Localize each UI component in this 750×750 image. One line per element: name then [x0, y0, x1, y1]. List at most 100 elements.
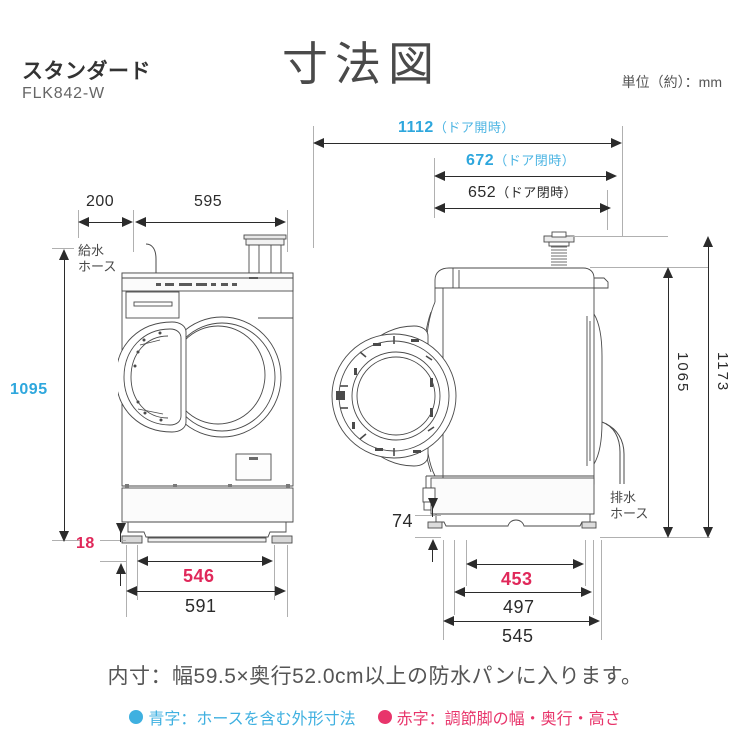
dim-18: 18: [76, 535, 95, 552]
extension-line-door-closed-left: [434, 158, 435, 218]
dim-497: 497: [503, 597, 535, 617]
water-supply-hose-label-line2: ホース: [78, 259, 117, 275]
extension-line-74-top: [415, 515, 441, 516]
legend: 青字：ホースを含む外形寸法 赤字：調節脚の幅・奥行・高さ: [0, 705, 750, 729]
dim-line-200: [84, 222, 128, 223]
extension-line-200-right: [133, 210, 134, 252]
arrow-right-200: [122, 217, 133, 227]
dim-453: 453: [501, 569, 533, 589]
dim-line-545: [449, 621, 595, 622]
extension-line-546-left: [137, 545, 138, 600]
water-supply-hose-label: 給水 ホース: [78, 243, 116, 276]
drain-hose-label-line1: 排水: [610, 490, 637, 505]
water-supply-hose-label-line1: 給水: [78, 243, 105, 258]
blue-dot-icon: [129, 710, 144, 724]
dim-1112-value: 1112: [398, 119, 434, 136]
arrow-right-595: [275, 217, 286, 227]
extension-line-side-left: [313, 126, 314, 248]
extension-line-545-right: [601, 540, 602, 640]
extension-line-18-bottom: [100, 561, 126, 562]
extension-line-545-left: [443, 540, 444, 640]
dim-1065: 1065: [674, 352, 691, 394]
dim-591: 591: [185, 596, 217, 616]
extension-line-497-right: [593, 540, 594, 615]
legend-item-red: 赤字：調節脚の幅・奥行・高さ: [377, 705, 621, 729]
extension-line-591-left: [126, 545, 127, 617]
dim-545: 545: [502, 626, 534, 646]
arrow-left-1112: [313, 138, 324, 148]
dim-line-1095: [64, 258, 65, 534]
model-number: FLK842-W: [22, 85, 105, 102]
dim-200: 200: [86, 193, 115, 210]
arrow-right-672: [606, 171, 617, 181]
extension-line-1065-top: [570, 236, 668, 237]
arrow-down-74: [428, 498, 438, 509]
extension-line-side-right: [622, 126, 623, 236]
arrow-right-453: [573, 559, 584, 569]
front-view-drawing: [118, 232, 318, 552]
arrow-right-497: [581, 587, 592, 597]
dim-line-672: [440, 176, 612, 177]
extension-line-453-right: [585, 540, 586, 586]
arrow-down-1095: [59, 531, 69, 542]
dim-652: 652（ドア閉時）: [468, 182, 577, 202]
legend-item-blue: 青字：ホースを含む外形寸法: [129, 705, 356, 729]
arrow-left-591: [126, 586, 137, 596]
dim-line-453: [472, 564, 579, 565]
extension-line-546-right: [274, 545, 275, 600]
dim-1095: 1095: [10, 381, 48, 398]
drain-hose-label-line2: ホース: [610, 506, 649, 522]
dim-652-note: （ドア閉時）: [496, 185, 578, 200]
arrow-left-497: [454, 587, 465, 597]
dim-line-18-upper: [120, 528, 121, 542]
dim-line-74-upper: [432, 503, 433, 517]
extension-line-591-right: [287, 545, 288, 617]
drain-hose-label: 排水 ホース: [610, 490, 648, 523]
arrow-left-672: [434, 171, 445, 181]
dim-line-652: [440, 208, 606, 209]
dim-546: 546: [183, 566, 215, 586]
arrow-right-545: [589, 616, 600, 626]
extension-line-18-top: [100, 540, 126, 541]
arrow-down-18: [116, 523, 126, 534]
arrow-right-1112: [611, 138, 622, 148]
arrow-left-545: [443, 616, 454, 626]
dim-line-595: [141, 222, 281, 223]
red-dot-icon: [377, 710, 392, 724]
extension-line-74-bottom: [415, 537, 441, 538]
extension-line-heights-bottom: [600, 537, 710, 538]
legend-red-label: 赤字：調節脚の幅・奥行・高さ: [396, 711, 621, 728]
extension-line-1173-top: [590, 267, 708, 268]
arrow-left-595: [135, 217, 146, 227]
side-view-drawing: [318, 226, 628, 556]
dim-1173: 1173: [714, 352, 731, 393]
inner-dimension-note: 内寸：幅59.5×奥行52.0cm以上の防水パンに入ります。: [107, 665, 643, 688]
arrow-left-200: [78, 217, 89, 227]
dim-595: 595: [194, 193, 223, 210]
arrow-right-591: [275, 586, 286, 596]
dim-line-74-lower: [432, 548, 433, 562]
product-name: スタンダード: [22, 60, 151, 83]
dim-line-1112: [319, 143, 617, 144]
dim-672: 672（ドア閉時）: [466, 150, 575, 170]
dim-1112-note: （ドア開時）: [433, 120, 515, 135]
arrow-left-546: [137, 556, 148, 566]
arrow-left-652: [434, 203, 445, 213]
dim-line-546: [143, 561, 268, 562]
arrow-up-1065: [663, 267, 673, 278]
arrow-left-453: [466, 559, 477, 569]
dim-672-note: （ドア閉時）: [494, 153, 576, 168]
dim-line-18-lower: [120, 572, 121, 586]
arrow-down-1173: [703, 527, 713, 538]
legend-blue-label: 青字：ホースを含む外形寸法: [148, 711, 356, 728]
arrow-right-546: [262, 556, 273, 566]
arrow-right-652: [600, 203, 611, 213]
unit-note: 単位（約）：mm: [621, 74, 722, 90]
arrow-down-1065: [663, 527, 673, 538]
page-title: 寸法図: [282, 38, 441, 90]
dim-line-591: [132, 591, 281, 592]
extension-line-497-left: [454, 540, 455, 615]
dim-1112: 1112（ドア開時）: [398, 117, 515, 137]
arrow-up-1173: [703, 236, 713, 247]
